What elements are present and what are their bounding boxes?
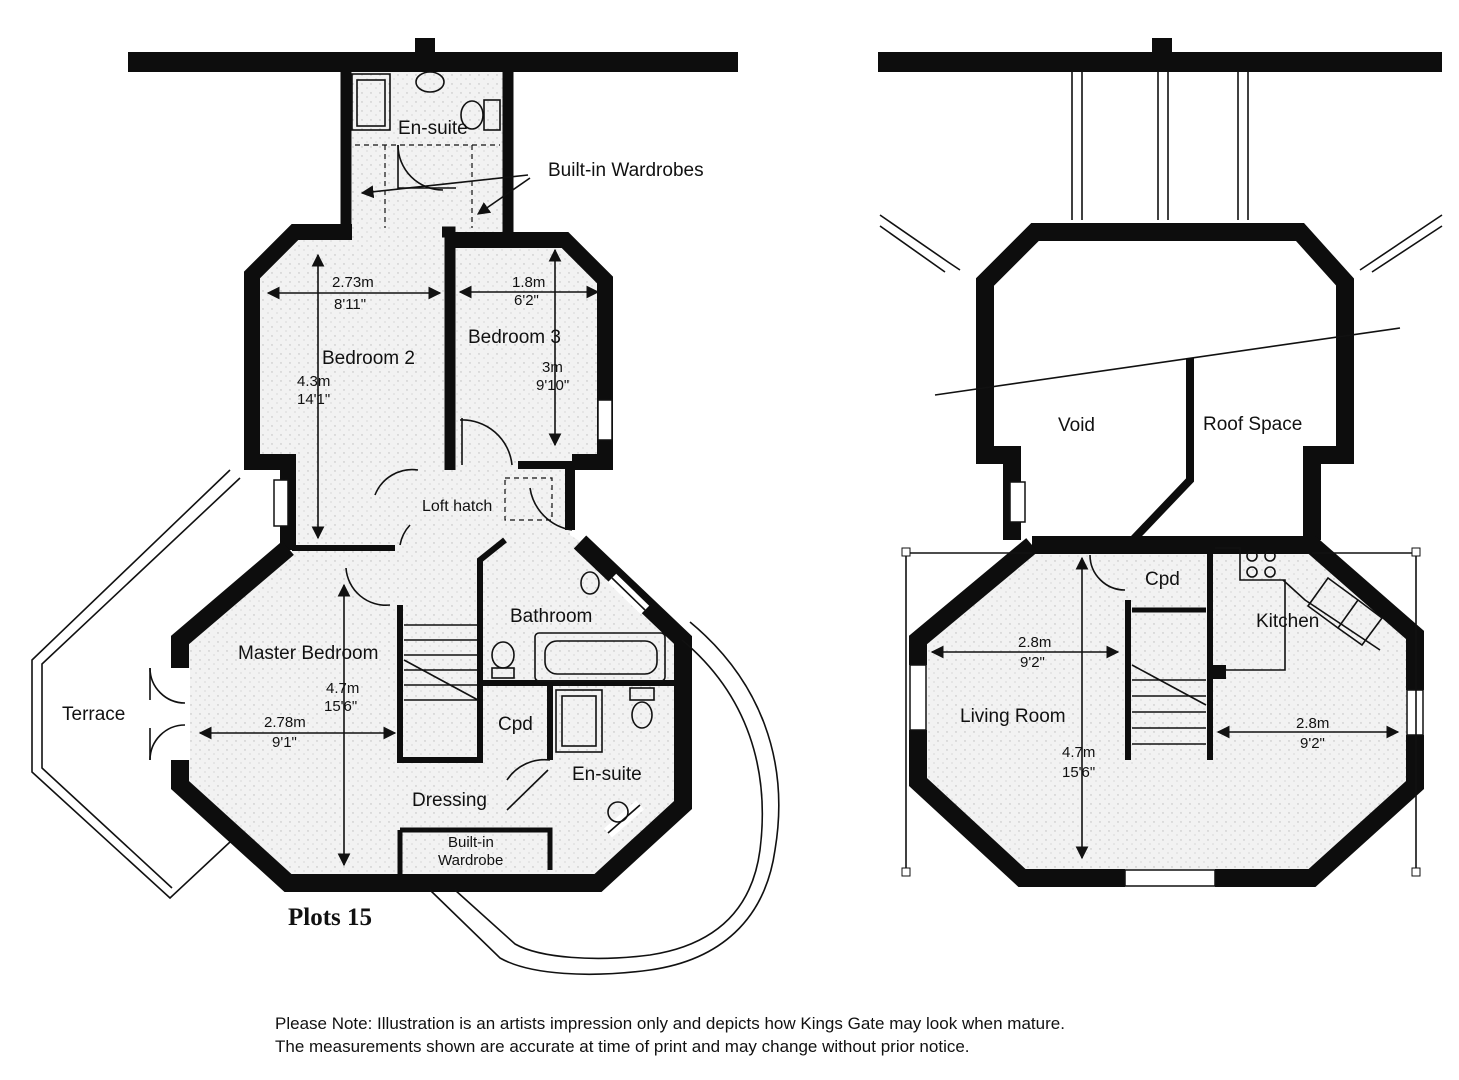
bed2-width-ft: 8'11" — [334, 296, 366, 313]
bed3-width-ft: 6'2" — [514, 292, 539, 309]
window — [273, 479, 289, 527]
boundary-wall — [878, 52, 1442, 72]
master-bedroom-label: Master Bedroom — [238, 643, 378, 664]
living-room-walls — [1032, 536, 1424, 690]
chimney — [415, 38, 435, 56]
bed3-length-m: 3m — [542, 359, 563, 376]
ensuite-master-label: En-suite — [572, 764, 642, 785]
living-width-ft: 9'2" — [1020, 654, 1045, 671]
master-width-m: 2.78m — [264, 714, 306, 731]
living-length-m: 4.7m — [1062, 744, 1095, 761]
bed2-length-ft: 14'1" — [297, 391, 330, 408]
built-in-wardrobe-label-2: Wardrobe — [438, 852, 503, 869]
cpd-ground-label: Cpd — [1145, 569, 1180, 590]
terrace-label: Terrace — [62, 704, 125, 725]
master-bedroom-walls — [171, 541, 294, 668]
window — [597, 399, 613, 441]
void-label: Void — [1058, 415, 1095, 436]
master-length-m: 4.7m — [326, 680, 359, 697]
chimney — [1152, 38, 1172, 56]
first-floor-plan — [31, 38, 780, 975]
staircase — [403, 624, 479, 701]
master-width-ft: 9'1" — [272, 734, 297, 751]
kitchen-label: Kitchen — [1256, 611, 1319, 632]
bed3-length-ft: 9'10" — [536, 377, 569, 394]
kitchen-width-m: 2.8m — [1296, 715, 1329, 732]
ground-floor-plan — [878, 38, 1443, 887]
master-length-ft: 15'6" — [324, 698, 357, 715]
bedroom3-label: Bedroom 3 — [468, 327, 561, 348]
plot-title: Plots 15 — [288, 904, 372, 931]
disclaimer-note: Please Note: Illustration is an artists … — [275, 1012, 1275, 1058]
terrace-outline — [31, 469, 231, 900]
bed3-width-m: 1.8m — [512, 274, 545, 291]
built-in-wardrobe-label-1: Built-in — [448, 834, 494, 851]
dressing-label: Dressing — [412, 790, 487, 811]
bedroom2-walls — [244, 224, 352, 550]
roof-space-label: Roof Space — [1203, 414, 1302, 435]
living-length-ft: 15'6" — [1062, 764, 1095, 781]
garden-path — [429, 621, 780, 975]
bedroom2-label: Bedroom 2 — [322, 348, 415, 369]
bed2-width-m: 2.73m — [332, 274, 374, 291]
bathroom-label: Bathroom — [510, 606, 592, 627]
bedroom3-walls — [450, 232, 613, 470]
loft-hatch-label: Loft hatch — [422, 498, 492, 515]
built-in-wardrobes-label: Built-in Wardrobes — [548, 160, 704, 181]
staircase — [1131, 664, 1207, 745]
ensuite-top-label: En-suite — [398, 118, 468, 139]
kitchen-width-ft: 9'2" — [1300, 735, 1325, 752]
cpd-first-label: Cpd — [498, 714, 533, 735]
note-line-2: The measurements shown are accurate at t… — [275, 1037, 970, 1056]
living-room-label: Living Room — [960, 706, 1066, 727]
note-line-1: Please Note: Illustration is an artists … — [275, 1014, 1065, 1033]
living-width-m: 2.8m — [1018, 634, 1051, 651]
bed2-length-m: 4.3m — [297, 373, 330, 390]
boundary-wall — [128, 52, 738, 72]
